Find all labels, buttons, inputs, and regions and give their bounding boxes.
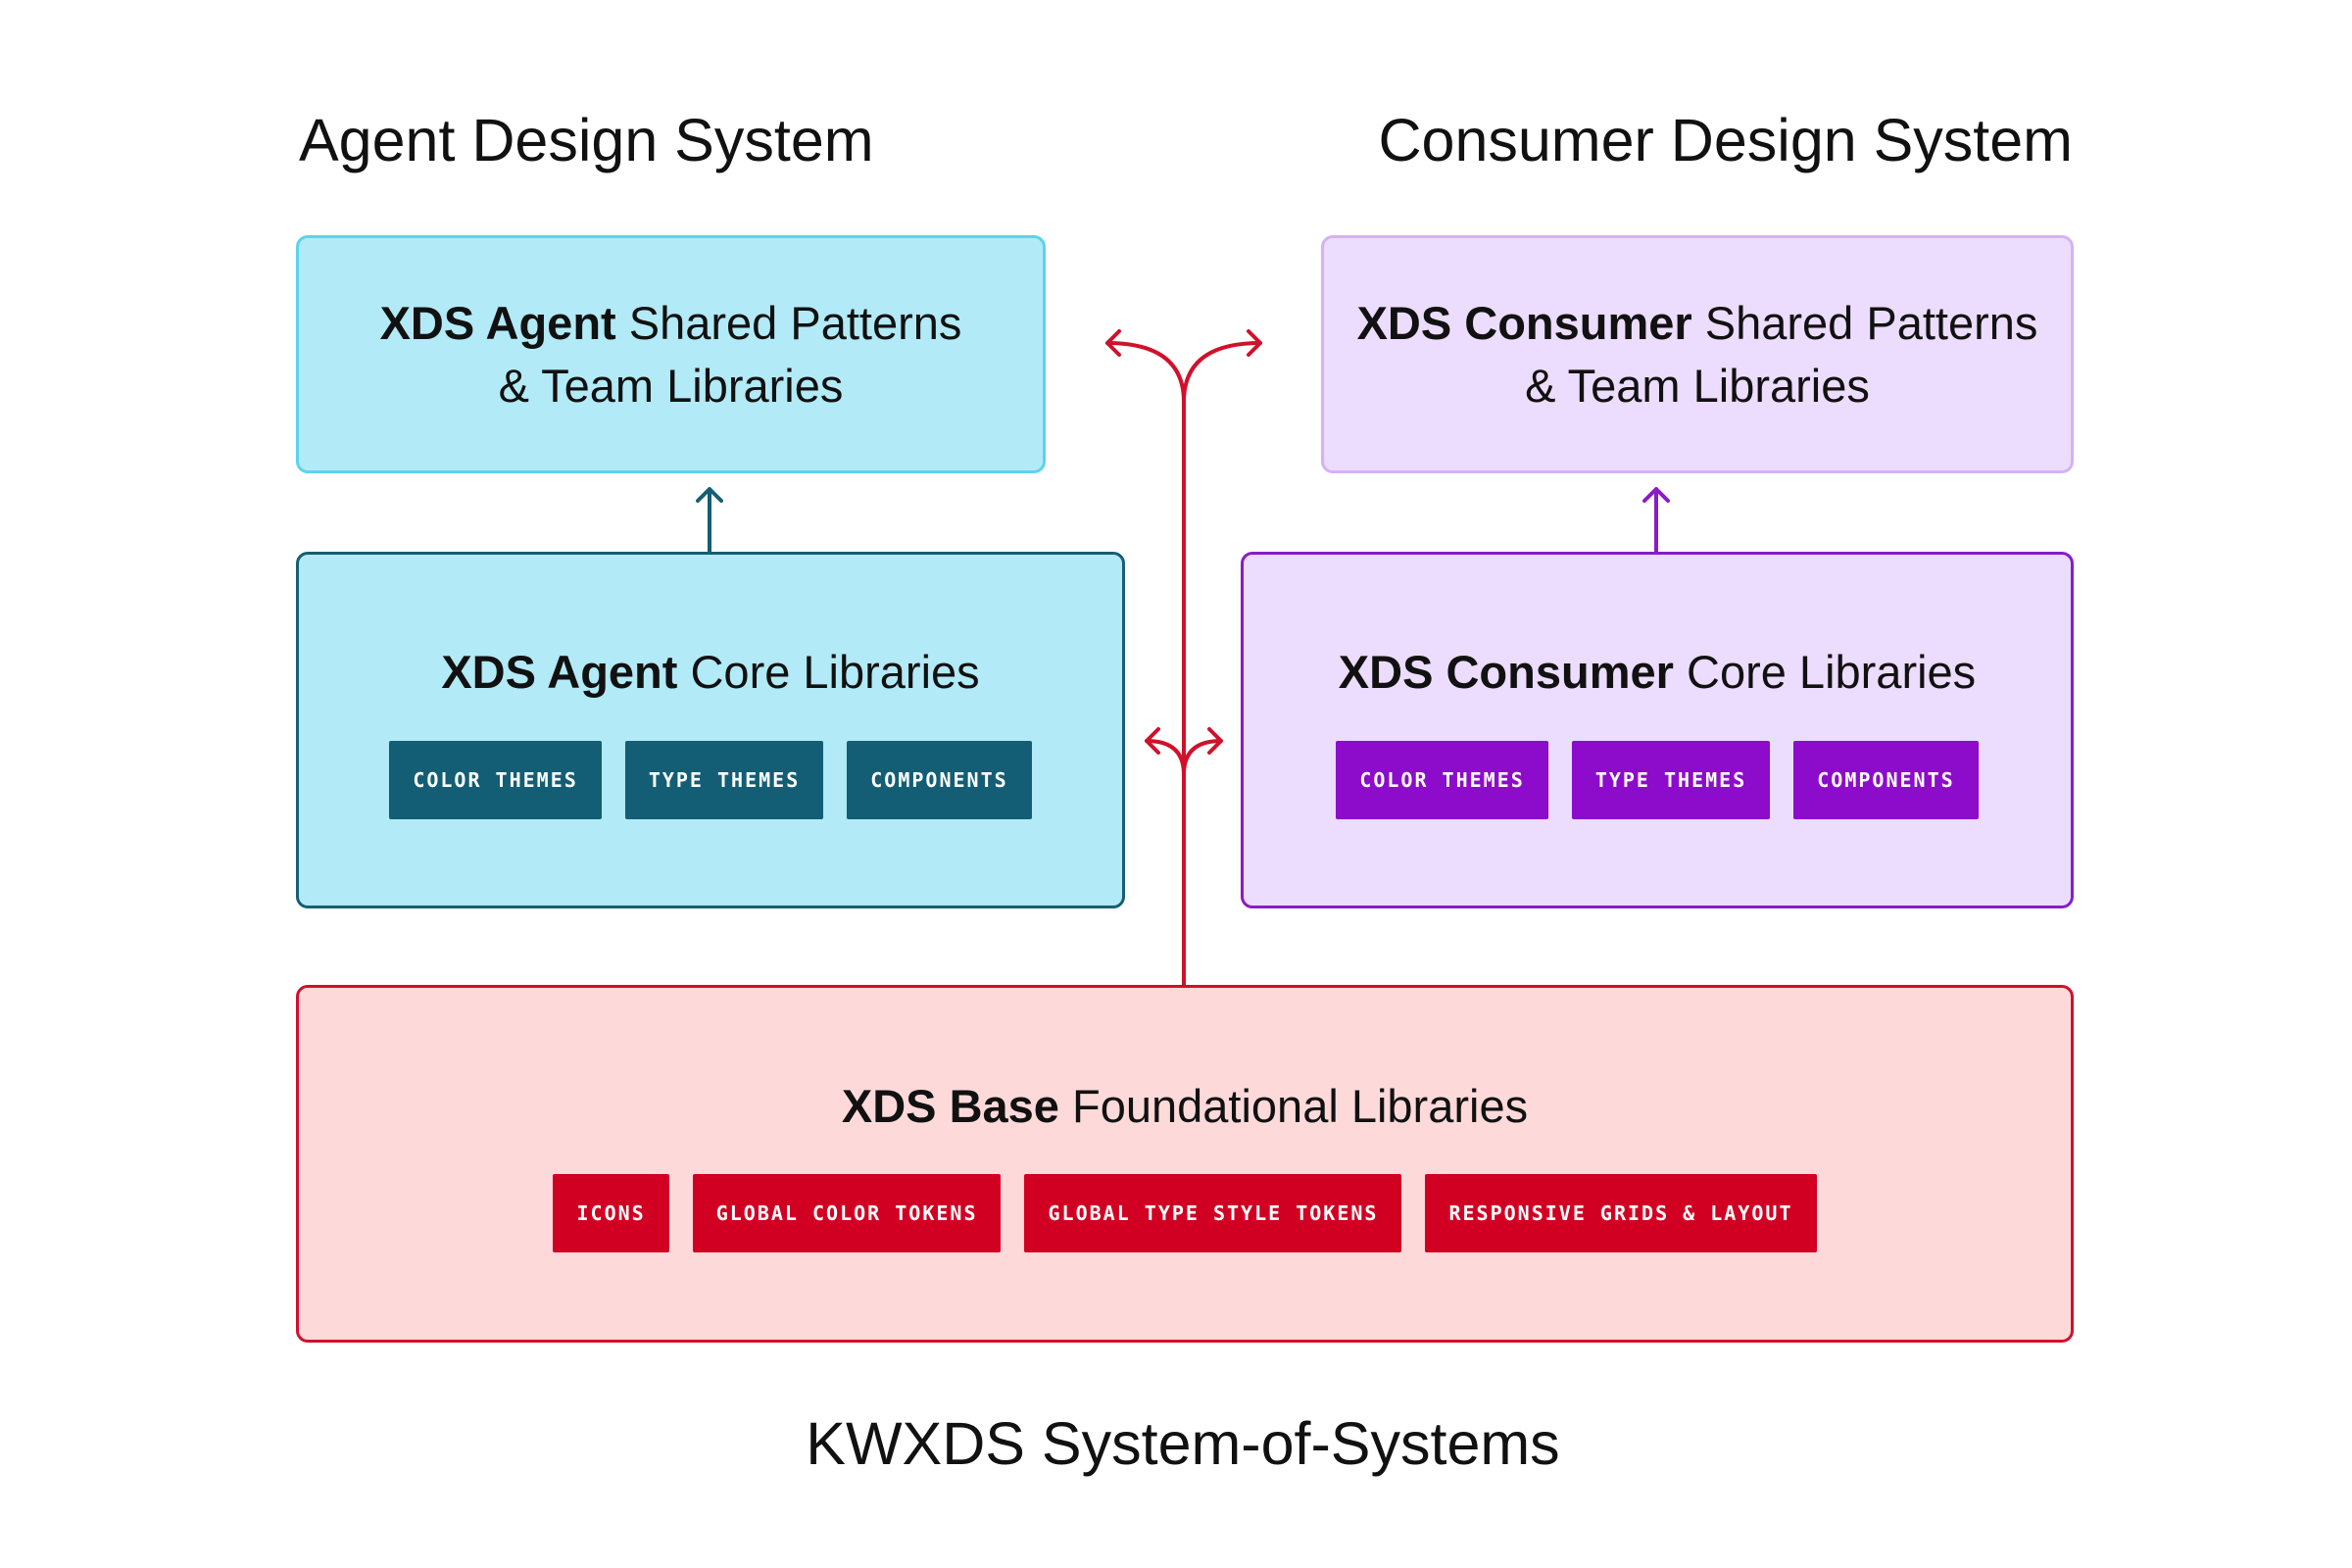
consumer-core-brand: XDS Consumer bbox=[1338, 646, 1674, 699]
consumer-type-themes-chip: TYPE THEMES bbox=[1571, 740, 1771, 819]
agent-up-arrow bbox=[696, 487, 723, 554]
agent-shared-title-rest: Shared Patterns bbox=[628, 296, 962, 349]
agent-core-title: XDS Agent Core Libraries bbox=[441, 641, 979, 704]
agent-core-title-rest: Core Libraries bbox=[690, 646, 980, 699]
agent-core-brand: XDS Agent bbox=[441, 646, 678, 699]
agent-shared-title: XDS Agent Shared Patterns & Team Librari… bbox=[380, 292, 962, 417]
responsive-grids-layout-chip: RESPONSIVE GRIDS & LAYOUT bbox=[1425, 1174, 1817, 1253]
consumer-core-title-rest: Core Libraries bbox=[1687, 646, 1977, 699]
base-title-rest: Foundational Libraries bbox=[1072, 1079, 1529, 1132]
agent-shared-patterns-box: XDS Agent Shared Patterns & Team Librari… bbox=[296, 235, 1046, 473]
consumer-shared-title-rest: Shared Patterns bbox=[1704, 296, 2038, 349]
consumer-up-arrow bbox=[1642, 487, 1670, 554]
consumer-core-title: XDS Consumer Core Libraries bbox=[1339, 641, 1976, 704]
consumer-components-chip: COMPONENTS bbox=[1793, 740, 1979, 819]
global-color-tokens-chip: GLOBAL COLOR TOKENS bbox=[692, 1174, 1002, 1253]
agent-color-themes-chip: COLOR THEMES bbox=[389, 740, 602, 819]
base-brand: XDS Base bbox=[841, 1079, 1059, 1132]
base-branch-arrow bbox=[1105, 329, 1262, 987]
agent-core-chips: COLOR THEMES TYPE THEMES COMPONENTS bbox=[389, 740, 1032, 819]
consumer-shared-brand: XDS Consumer bbox=[1356, 296, 1692, 349]
agent-design-system-heading: Agent Design System bbox=[299, 107, 874, 173]
system-of-systems-footer: KWXDS System-of-Systems bbox=[806, 1410, 1560, 1477]
consumer-shared-title: XDS Consumer Shared Patterns & Team Libr… bbox=[1357, 292, 2038, 417]
global-type-style-tokens-chip: GLOBAL TYPE STYLE TOKENS bbox=[1024, 1174, 1402, 1253]
agent-shared-subtitle: & Team Libraries bbox=[498, 359, 844, 412]
agent-components-chip: COMPONENTS bbox=[847, 740, 1032, 819]
consumer-core-chips: COLOR THEMES TYPE THEMES COMPONENTS bbox=[1336, 740, 1979, 819]
consumer-core-libraries-box: XDS Consumer Core Libraries COLOR THEMES… bbox=[1241, 552, 2074, 908]
consumer-shared-subtitle: & Team Libraries bbox=[1525, 359, 1870, 412]
agent-shared-brand: XDS Agent bbox=[379, 296, 616, 349]
base-foundational-libraries-box: XDS Base Foundational Libraries ICONS GL… bbox=[296, 985, 2074, 1343]
consumer-shared-patterns-box: XDS Consumer Shared Patterns & Team Libr… bbox=[1321, 235, 2074, 473]
base-title: XDS Base Foundational Libraries bbox=[842, 1075, 1528, 1138]
agent-type-themes-chip: TYPE THEMES bbox=[624, 740, 824, 819]
consumer-design-system-heading: Consumer Design System bbox=[1378, 107, 2073, 173]
agent-core-libraries-box: XDS Agent Core Libraries COLOR THEMES TY… bbox=[296, 552, 1125, 908]
base-chips: ICONS GLOBAL COLOR TOKENS GLOBAL TYPE ST… bbox=[553, 1174, 1817, 1253]
consumer-color-themes-chip: COLOR THEMES bbox=[1336, 740, 1548, 819]
icons-chip: ICONS bbox=[553, 1174, 669, 1253]
